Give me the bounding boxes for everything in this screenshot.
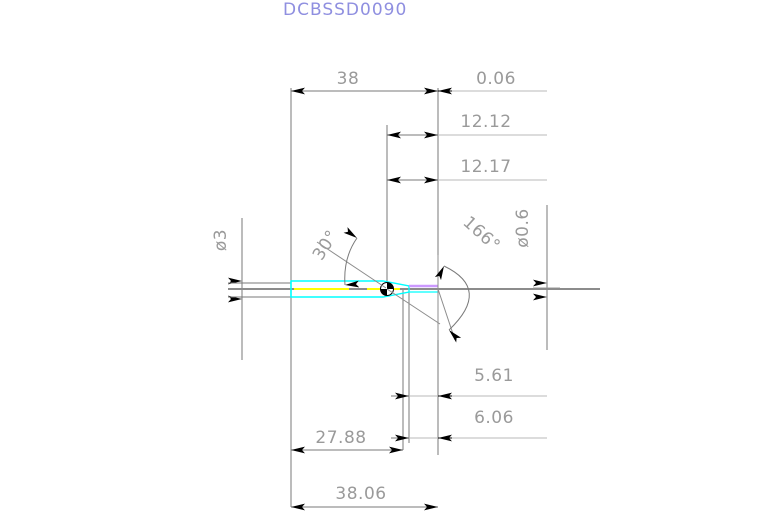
dimension-38-06: 38.06	[291, 484, 438, 511]
dimension-0-06: 0.06	[438, 69, 547, 95]
dimension-12-17: 12.17	[387, 157, 547, 184]
dimension-dia-3: ø3	[211, 218, 291, 360]
angle-30-arc	[343, 227, 360, 288]
dimension-5-61: 5.61	[391, 366, 547, 400]
dim-38-06: 38.06	[335, 484, 386, 504]
angle-30-ray-ext	[386, 288, 441, 325]
drawing-title: DCBSSD0090	[283, 0, 407, 20]
dimension-6-06: 6.06	[391, 408, 547, 442]
dim-12-17: 12.17	[460, 157, 511, 177]
dim-0-06: 0.06	[476, 69, 516, 89]
dim-dia-3: ø3	[211, 229, 231, 251]
dim-38: 38	[337, 69, 360, 89]
angle-166-arc	[434, 265, 470, 343]
dimension-27-88: 27.88	[291, 428, 403, 454]
dim-27-88: 27.88	[315, 428, 366, 448]
dimension-12-12: 12.12	[387, 112, 547, 139]
dimension-38: 38	[291, 69, 438, 95]
dim-6-06: 6.06	[474, 408, 514, 428]
dim-dia-0-6: ø0.6	[513, 208, 533, 247]
dim-5-61: 5.61	[474, 366, 514, 386]
dim-12-12: 12.12	[460, 112, 511, 132]
